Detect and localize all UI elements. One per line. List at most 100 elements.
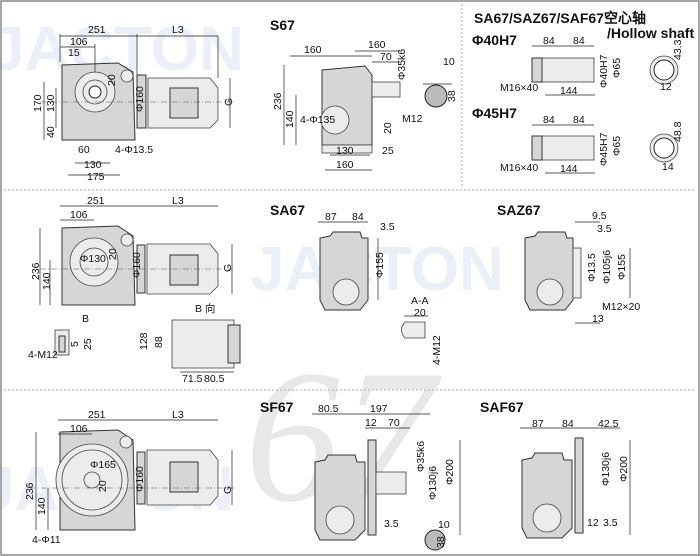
dimension-label: 87 bbox=[532, 418, 544, 430]
dimension-label: 4-Φ13.5 bbox=[115, 144, 153, 156]
dimension-label: 43.3 bbox=[672, 39, 684, 60]
dimension-label: 251 bbox=[88, 24, 106, 36]
dimension-label: M12×20 bbox=[602, 301, 640, 313]
sa-gearmotor-front-view bbox=[39, 205, 241, 373]
saz67-side-view bbox=[524, 221, 631, 324]
dimension-label: 25 bbox=[82, 338, 94, 350]
saf67-side-view bbox=[520, 427, 631, 539]
svg-text:JACTON: JACTON bbox=[250, 235, 504, 304]
dimension-label: 20 bbox=[107, 248, 119, 260]
dimension-label: 130 bbox=[45, 94, 57, 112]
dimension-label: 20 bbox=[97, 480, 109, 492]
dimension-label: 197 bbox=[370, 403, 388, 415]
dimension-label: 144 bbox=[560, 163, 578, 175]
dimension-label: Φ65 bbox=[611, 136, 623, 156]
view-title: SA67 bbox=[270, 202, 305, 218]
dimension-label: Φ13.5 bbox=[586, 253, 598, 282]
dimension-label: Φ130 bbox=[80, 253, 106, 265]
dimension-label: 20 bbox=[414, 307, 426, 319]
sf-gearmotor-front-view bbox=[30, 419, 235, 531]
dimension-label: 140 bbox=[36, 497, 48, 515]
dimension-label: 3.5 bbox=[384, 518, 399, 530]
dimension-label: 170 bbox=[32, 94, 44, 112]
dimension-label: M16×40 bbox=[500, 162, 538, 174]
view-title: SA67/SAZ67/SAF67空心轴 bbox=[474, 10, 646, 26]
dimension-label: 20 bbox=[382, 122, 394, 134]
sf67-side-view bbox=[312, 413, 461, 551]
dimension-label: 12 bbox=[365, 417, 377, 429]
dimension-label: L3 bbox=[172, 409, 184, 421]
dimension-label: 236 bbox=[30, 262, 42, 280]
dimension-label: Φ160 bbox=[134, 86, 146, 112]
dimension-label: 251 bbox=[87, 195, 105, 207]
dimension-label: Φ130j6 bbox=[600, 452, 612, 486]
dimension-label: 144 bbox=[560, 85, 578, 97]
dimension-label: 87 bbox=[325, 211, 337, 223]
s67-side-view bbox=[283, 50, 452, 171]
dimension-label: 160 bbox=[304, 44, 322, 56]
dimension-label: 88 bbox=[153, 336, 165, 348]
dimension-label: 4-M12 bbox=[431, 335, 443, 365]
dimension-label: 140 bbox=[284, 110, 296, 128]
dimension-label: 38 bbox=[446, 90, 458, 102]
dimension-label: 13 bbox=[592, 313, 604, 325]
dimension-label: Φ130j6 bbox=[427, 466, 439, 500]
dimension-label: 12 bbox=[660, 81, 672, 93]
dimension-label: 84 bbox=[543, 114, 555, 126]
dimension-label: 12 bbox=[587, 517, 599, 529]
dimension-label: 4-Φ11 bbox=[32, 534, 61, 546]
bore-size-label: Φ40H7 bbox=[472, 32, 517, 48]
dimension-label: 20 bbox=[106, 74, 118, 86]
dimension-label: 130 bbox=[84, 159, 102, 171]
dimension-label: Φ155 bbox=[374, 252, 386, 278]
bore-size-label: Φ45H7 bbox=[472, 105, 517, 121]
dimension-label: B 向 bbox=[195, 302, 215, 315]
dimension-label: 3.5 bbox=[603, 517, 618, 529]
dimension-label: 236 bbox=[24, 482, 36, 500]
dimension-label: 140 bbox=[41, 272, 53, 290]
dimension-label: G bbox=[222, 264, 234, 272]
dimension-label: 106 bbox=[70, 423, 88, 435]
dimension-label: 71.5 bbox=[182, 373, 203, 385]
dimension-label: 5 bbox=[69, 341, 81, 347]
dimension-label: Φ40H7 bbox=[598, 54, 610, 88]
dimension-label: L3 bbox=[172, 195, 184, 207]
dimension-label: Φ200 bbox=[444, 459, 456, 485]
dimension-label: 160 bbox=[336, 159, 354, 171]
dimension-label: 40 bbox=[45, 126, 57, 138]
dimension-label: 70 bbox=[380, 51, 392, 63]
dimension-label: Φ65 bbox=[611, 58, 623, 78]
dimension-label: 128 bbox=[138, 332, 150, 350]
view-title: S67 bbox=[270, 17, 295, 33]
dimension-label: G bbox=[222, 486, 234, 494]
dimension-label: 9.5 bbox=[592, 210, 607, 222]
dimension-label: 106 bbox=[70, 36, 88, 48]
dimension-label: 236 bbox=[272, 92, 284, 110]
dimension-label: Φ105j6 bbox=[601, 250, 613, 284]
dimension-label: Φ165 bbox=[90, 459, 116, 471]
dimension-label: M16×40 bbox=[500, 82, 538, 94]
view-title: SAF67 bbox=[480, 399, 524, 415]
dimension-label: G bbox=[223, 98, 235, 106]
dimension-label: M12 bbox=[402, 113, 423, 125]
hollow-shaft-details bbox=[531, 45, 679, 174]
dimension-label: 80.5 bbox=[318, 403, 339, 415]
dimension-label: 42.5 bbox=[598, 418, 619, 430]
dimension-label: 84 bbox=[573, 114, 585, 126]
dimension-label: Φ35k6 bbox=[415, 441, 427, 472]
dimension-label: 10 bbox=[443, 56, 455, 68]
dimension-label: Φ200 bbox=[618, 456, 630, 482]
dimension-label: L3 bbox=[172, 24, 184, 36]
view-title: A-A bbox=[411, 295, 429, 307]
view-title: SAZ67 bbox=[497, 202, 541, 218]
dimension-label: 38 bbox=[435, 536, 447, 548]
dimension-label: 10 bbox=[438, 519, 450, 531]
dimension-label: 48.8 bbox=[672, 121, 684, 142]
dimension-label: 160 bbox=[368, 39, 386, 51]
dimension-label: 15 bbox=[68, 47, 80, 59]
dimension-label: 84 bbox=[352, 211, 364, 223]
